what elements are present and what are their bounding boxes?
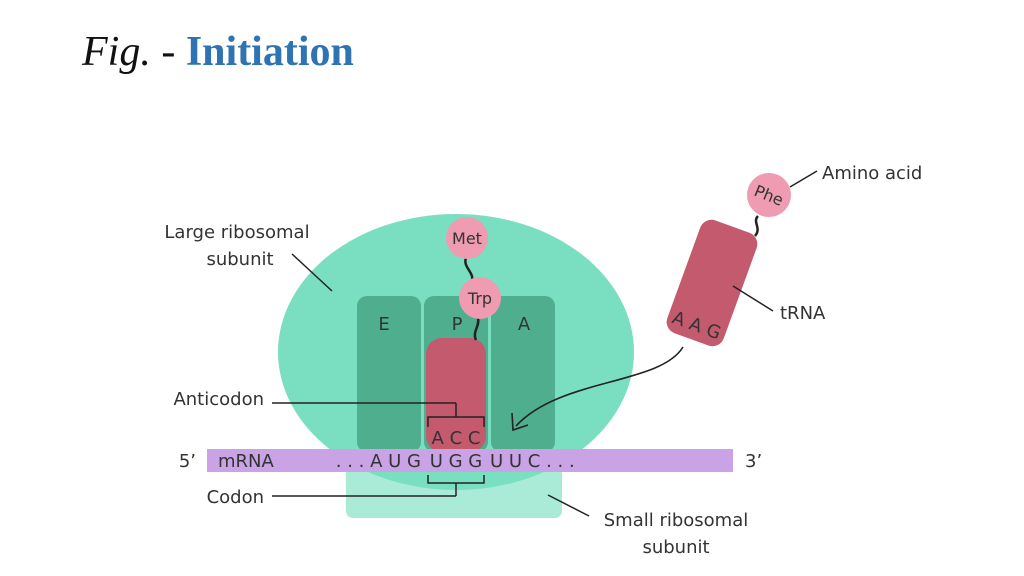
- slide-title: Fig. - Initiation: [82, 24, 354, 80]
- large-subunit-label-line1: Large ribosomal: [164, 222, 309, 243]
- anticodon-bound-text: A C C: [432, 428, 481, 449]
- a-site-label: A: [518, 314, 531, 335]
- met-amino-acid: [446, 217, 488, 259]
- anticodon-label: Anticodon: [173, 389, 264, 410]
- phe-amino-acid: [747, 173, 791, 217]
- p-site-label: P: [452, 314, 463, 335]
- small-subunit-leader-line: [547, 494, 590, 517]
- trp-amino-acid: [459, 277, 501, 319]
- amino-acid-leader-line: [789, 170, 818, 188]
- mrna-strand: [207, 449, 733, 472]
- a-site: [491, 296, 555, 452]
- trp-attachment-bond: [473, 317, 480, 341]
- trna-bound: [426, 338, 486, 452]
- large-subunit-leader-line: [291, 253, 333, 292]
- anticodon-bracket: [427, 403, 485, 427]
- large-subunit-label-line2: subunit: [206, 249, 273, 270]
- mrna-codon: U G G: [430, 451, 483, 472]
- three-prime-label: 3’: [745, 451, 762, 472]
- codon-bracket: [427, 475, 485, 496]
- title-main: Initiation: [185, 29, 354, 75]
- title-prefix: Fig.: [82, 29, 151, 75]
- small-subunit-label-line2: subunit: [642, 537, 709, 558]
- trna-free: [666, 219, 758, 347]
- codon-label: Codon: [207, 487, 264, 508]
- amino-acid-label: Amino acid: [822, 163, 922, 184]
- incoming-trna: A A G: [666, 219, 758, 347]
- entry-arrowhead: [511, 412, 529, 432]
- mrna-sequence-left: . . . A U G: [336, 451, 421, 472]
- mrna-sequence-right: U U C . . .: [490, 451, 575, 472]
- title-separator: -: [161, 29, 176, 75]
- trna-leader-line: [732, 285, 774, 312]
- met-label: Met: [452, 229, 482, 248]
- e-site: [357, 296, 421, 452]
- trp-label: Trp: [467, 289, 492, 308]
- five-prime-label: 5’: [179, 451, 196, 472]
- trna-label: tRNA: [780, 303, 826, 324]
- phe-attachment-bond: [753, 215, 760, 237]
- mrna-label: mRNA: [218, 451, 275, 472]
- small-subunit-label-line1: Small ribosomal: [604, 510, 749, 531]
- e-site-label: E: [378, 314, 389, 335]
- entry-arrow: [515, 346, 684, 427]
